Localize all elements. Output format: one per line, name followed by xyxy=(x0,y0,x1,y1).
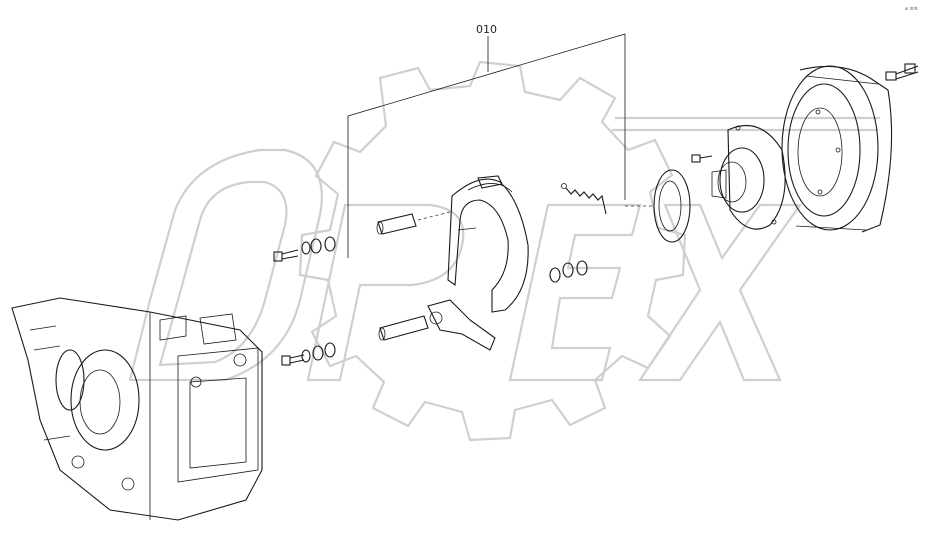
drum-bolt xyxy=(885,63,919,81)
shoe-washers xyxy=(549,260,588,283)
opex-watermark xyxy=(128,60,880,442)
callout-010: 010 xyxy=(347,23,626,258)
hub-flange xyxy=(711,125,786,230)
corner-mark: ⌀ ≡≡ xyxy=(905,6,918,12)
seal-ring xyxy=(625,169,691,243)
brake-drum xyxy=(781,65,893,233)
return-spring xyxy=(561,183,607,215)
lever-pin xyxy=(378,315,429,341)
brake-lever xyxy=(427,299,496,351)
lower-bolt-set xyxy=(281,342,336,366)
brake-shoe xyxy=(447,175,529,313)
transmission-housing xyxy=(11,297,263,521)
anchor-pin xyxy=(376,211,451,235)
upper-bolt-set xyxy=(273,236,336,262)
hub-bolt xyxy=(691,154,713,163)
callout-label: 010 xyxy=(476,23,497,36)
